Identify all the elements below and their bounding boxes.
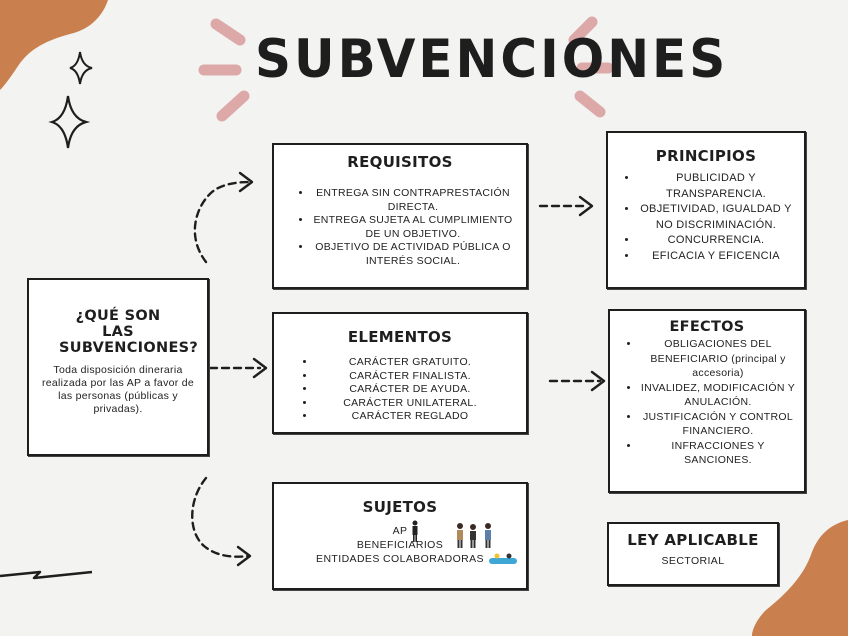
ley-box: LEY APLICABLE SECTORIAL (607, 522, 779, 586)
dashed-arrow-icon (193, 180, 252, 264)
list-item: OBLIGACIONES DEL BENEFICIARIO (principal… (640, 337, 796, 381)
list-item: OBJETIVIDAD, IGUALDAD Y NO DISCRIMINACIÓ… (638, 202, 794, 233)
efectos-title: EFECTOS (669, 319, 745, 335)
elementos-title: ELEMENTOS (347, 328, 453, 346)
list-item: CARÁCTER GRATUITO. (316, 356, 504, 370)
sujetos-lines: AP BENEFICIARIOS ENTIDADES COLABORADORAS (274, 524, 526, 566)
list-item: INFRACCIONES Y SANCIONES. (640, 439, 796, 468)
principios-box: PRINCIPIOS PUBLICIDAD Y TRANSPARENCIA. O… (606, 131, 806, 289)
efectos-list: OBLIGACIONES DEL BENEFICIARIO (principal… (618, 337, 796, 468)
elementos-list: CARÁCTER GRATUITO. CARÁCTER FINALISTA. C… (294, 356, 504, 424)
ley-title: LEY APLICABLE (627, 531, 759, 549)
intro-heading: ¿QUÉ SON LAS SUBVENCIONES? (59, 308, 199, 356)
efectos-box: EFECTOS OBLIGACIONES DEL BENEFICIARIO (p… (608, 309, 806, 493)
intro-text: Toda disposición dineraria realizada por… (41, 364, 195, 415)
ley-text: SECTORIAL (661, 555, 725, 567)
list-item: EFICACIA Y EFICENCIA (638, 249, 794, 265)
list-item: OBJETIVO DE ACTIVIDAD PÚBLICA O INTERÉS … (312, 241, 514, 268)
person-icon (412, 520, 418, 542)
dashed-arrows (191, 180, 602, 558)
list-item: CARÁCTER REGLADO (316, 410, 504, 424)
sujeto-ap: AP (392, 525, 408, 537)
list-item: CARÁCTER FINALISTA. (316, 370, 504, 384)
list-item: CARÁCTER DE AYUDA. (316, 383, 504, 397)
sujeto-entidades: ENTIDADES COLABORADORAS (316, 553, 484, 565)
principios-list: PUBLICIDAD Y TRANSPARENCIA. OBJETIVIDAD,… (616, 171, 794, 264)
list-item: PUBLICIDAD Y TRANSPARENCIA. (638, 171, 794, 202)
requisitos-title: REQUISITOS (347, 153, 453, 171)
list-item: ENTREGA SIN CONTRAPRESTACIÓN DIRECTA. (312, 187, 514, 214)
page-title: SUBVENCIONES (255, 28, 729, 90)
collaborators-icon (489, 553, 517, 564)
dashed-arrow-icon (191, 476, 250, 558)
sujeto-beneficiarios: BENEFICIARIOS (356, 539, 444, 551)
list-item: JUSTIFICACIÓN Y CONTROL FINANCIERO. (640, 410, 796, 439)
corner-blob-bottom-right (752, 520, 848, 636)
requisitos-list: ENTREGA SIN CONTRAPRESTACIÓN DIRECTA. EN… (290, 187, 514, 268)
title-accent-strokes (198, 16, 614, 122)
principios-title: PRINCIPIOS (655, 147, 757, 165)
elementos-box: ELEMENTOS CARÁCTER GRATUITO. CARÁCTER FI… (272, 312, 528, 434)
people-group-icon (457, 523, 491, 548)
list-item: ENTREGA SUJETA AL CUMPLIMIENTO DE UN OBJ… (312, 214, 514, 241)
sparkle-icon (69, 51, 93, 85)
list-item: INVALIDEZ, MODIFICACIÓN Y ANULACIÓN. (640, 381, 796, 410)
sujetos-box: SUJETOS AP BENEFICIARIOS ENTIDADES COLAB… (272, 482, 528, 590)
sujetos-title: SUJETOS (362, 498, 438, 516)
requisitos-box: REQUISITOS ENTREGA SIN CONTRAPRESTACIÓN … (272, 143, 528, 289)
squiggle-line (0, 570, 93, 580)
sparkle-icon (48, 95, 91, 149)
list-item: CARÁCTER UNILATERAL. (316, 397, 504, 411)
arrow-heads (236, 171, 606, 567)
intro-box: ¿QUÉ SON LAS SUBVENCIONES? Toda disposic… (27, 278, 209, 456)
list-item: CONCURRENCIA. (638, 233, 794, 249)
corner-blob-top-left (0, 0, 108, 90)
